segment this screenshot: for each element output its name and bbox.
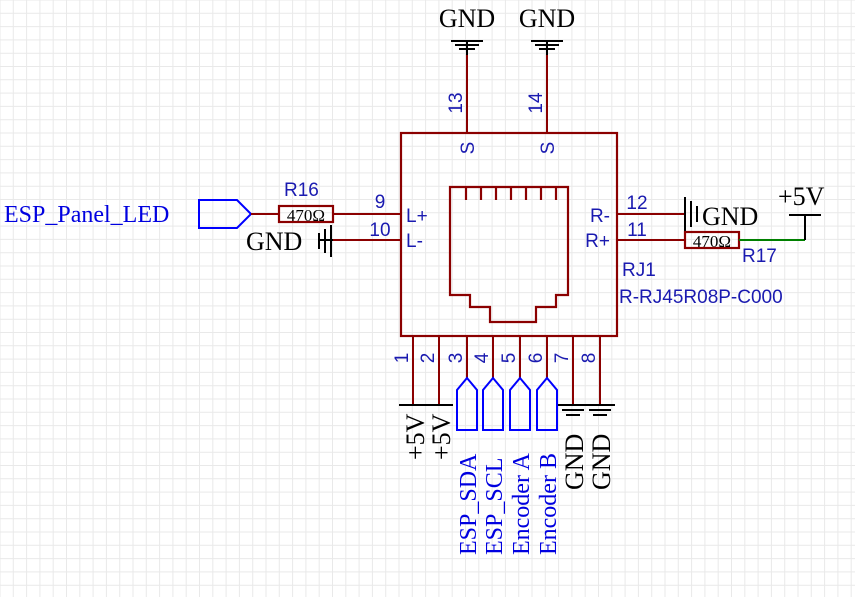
- vcc-label-pin2: +5V: [427, 413, 456, 460]
- pin-number-4: 4: [472, 352, 493, 363]
- pin-number-14: 14: [526, 92, 547, 114]
- resistor-r16[interactable]: 470Ω R16: [277, 180, 335, 225]
- pin-number-12: 12: [626, 193, 647, 214]
- net-flag-encoder-b[interactable]: Encoder B: [536, 376, 562, 555]
- gnd-label-pin7: GND: [560, 434, 589, 490]
- pin-4[interactable]: 4: [472, 336, 494, 378]
- gnd-label-pin8: GND: [587, 434, 616, 490]
- pin-number-1: 1: [392, 353, 413, 364]
- pin-label-shield-14: S: [538, 142, 559, 155]
- pin-12[interactable]: 12: [617, 193, 685, 215]
- net-label-esp-scl: ESP_SCL: [482, 458, 508, 555]
- rj1-body: [399, 131, 619, 338]
- pin-13[interactable]: 13: [446, 55, 468, 133]
- r17-value: 470Ω: [693, 232, 731, 251]
- r16-value: 470Ω: [287, 206, 325, 225]
- pin-number-11: 11: [627, 220, 647, 241]
- pin-label-l-minus: L-: [406, 231, 423, 252]
- pin-label-r-minus: R-: [590, 206, 610, 227]
- pin-9[interactable]: 9: [333, 192, 401, 215]
- pin-2[interactable]: 2: [418, 336, 440, 405]
- pin-11[interactable]: 11: [617, 220, 685, 241]
- pin-7[interactable]: 7: [552, 336, 574, 405]
- net-label-encoder-a: Encoder A: [509, 452, 535, 555]
- pin-14[interactable]: 14: [526, 55, 548, 133]
- pin-label-l-plus: L+: [406, 206, 428, 227]
- pin-number-8: 8: [579, 353, 600, 364]
- power-symbol-5v-pin2[interactable]: +5V: [425, 404, 456, 460]
- rj45-jack-outline: [448, 185, 570, 324]
- pin-3[interactable]: 3: [446, 336, 468, 378]
- resistor-r17[interactable]: 470Ω R17: [683, 230, 777, 267]
- pin-number-3: 3: [446, 353, 467, 364]
- r17-designator: R17: [742, 246, 777, 267]
- gnd-symbol-pin13[interactable]: GND: [439, 4, 495, 55]
- pin-number-13: 13: [446, 92, 467, 113]
- pin-number-10: 10: [369, 220, 390, 241]
- gnd-label-pin12: GND: [702, 202, 758, 231]
- net-flag-esp-sda[interactable]: ESP_SDA: [456, 376, 482, 555]
- rj1-part-number: R-RJ45R08P-C000: [619, 287, 783, 308]
- power-symbol-5v-right[interactable]: +5V: [778, 182, 825, 240]
- r16-designator: R16: [284, 180, 319, 201]
- net-flag-encoder-a[interactable]: Encoder A: [509, 376, 535, 555]
- vcc-label-right: +5V: [778, 182, 825, 211]
- pin-number-2: 2: [418, 353, 439, 364]
- net-label-esp-sda: ESP_SDA: [456, 453, 482, 555]
- rj1-designator: RJ1: [622, 260, 656, 281]
- pin-number-9: 9: [375, 192, 386, 213]
- pin-10[interactable]: 10: [333, 220, 401, 241]
- pin-6[interactable]: 6: [526, 336, 548, 378]
- rj1-component[interactable]: L+ L- R- R+ S S RJ1 R-RJ45R08P-C000: [399, 131, 783, 338]
- net-flag-esp-scl[interactable]: ESP_SCL: [482, 376, 508, 555]
- pin-number-5: 5: [499, 353, 520, 364]
- pin-number-7: 7: [552, 353, 573, 364]
- gnd-label-pin13: GND: [439, 4, 495, 33]
- pin-label-r-plus: R+: [585, 231, 610, 252]
- gnd-label-pin14: GND: [519, 4, 575, 33]
- pin-8[interactable]: 8: [579, 336, 601, 405]
- gnd-symbol-pin12[interactable]: GND: [684, 197, 758, 231]
- gnd-symbol-pin7[interactable]: GND: [558, 404, 589, 490]
- pin-1[interactable]: 1: [392, 336, 414, 405]
- net-label-esp-panel-led: ESP_Panel_LED: [4, 202, 169, 228]
- pin-label-shield-13: S: [458, 142, 479, 155]
- gnd-symbol-pin8[interactable]: GND: [585, 404, 616, 490]
- net-flag-esp-panel-led[interactable]: ESP_Panel_LED: [4, 199, 253, 229]
- gnd-symbol-pin14[interactable]: GND: [519, 4, 575, 55]
- vcc-label-pin1: +5V: [401, 413, 430, 460]
- pin-5[interactable]: 5: [499, 336, 521, 378]
- pin-number-6: 6: [526, 353, 547, 364]
- net-label-encoder-b: Encoder B: [536, 453, 562, 555]
- rj45-contacts: [464, 187, 558, 200]
- gnd-symbol-pin10[interactable]: GND: [246, 225, 333, 257]
- gnd-label-pin10: GND: [246, 227, 302, 256]
- power-symbol-5v-pin1[interactable]: +5V: [399, 404, 430, 460]
